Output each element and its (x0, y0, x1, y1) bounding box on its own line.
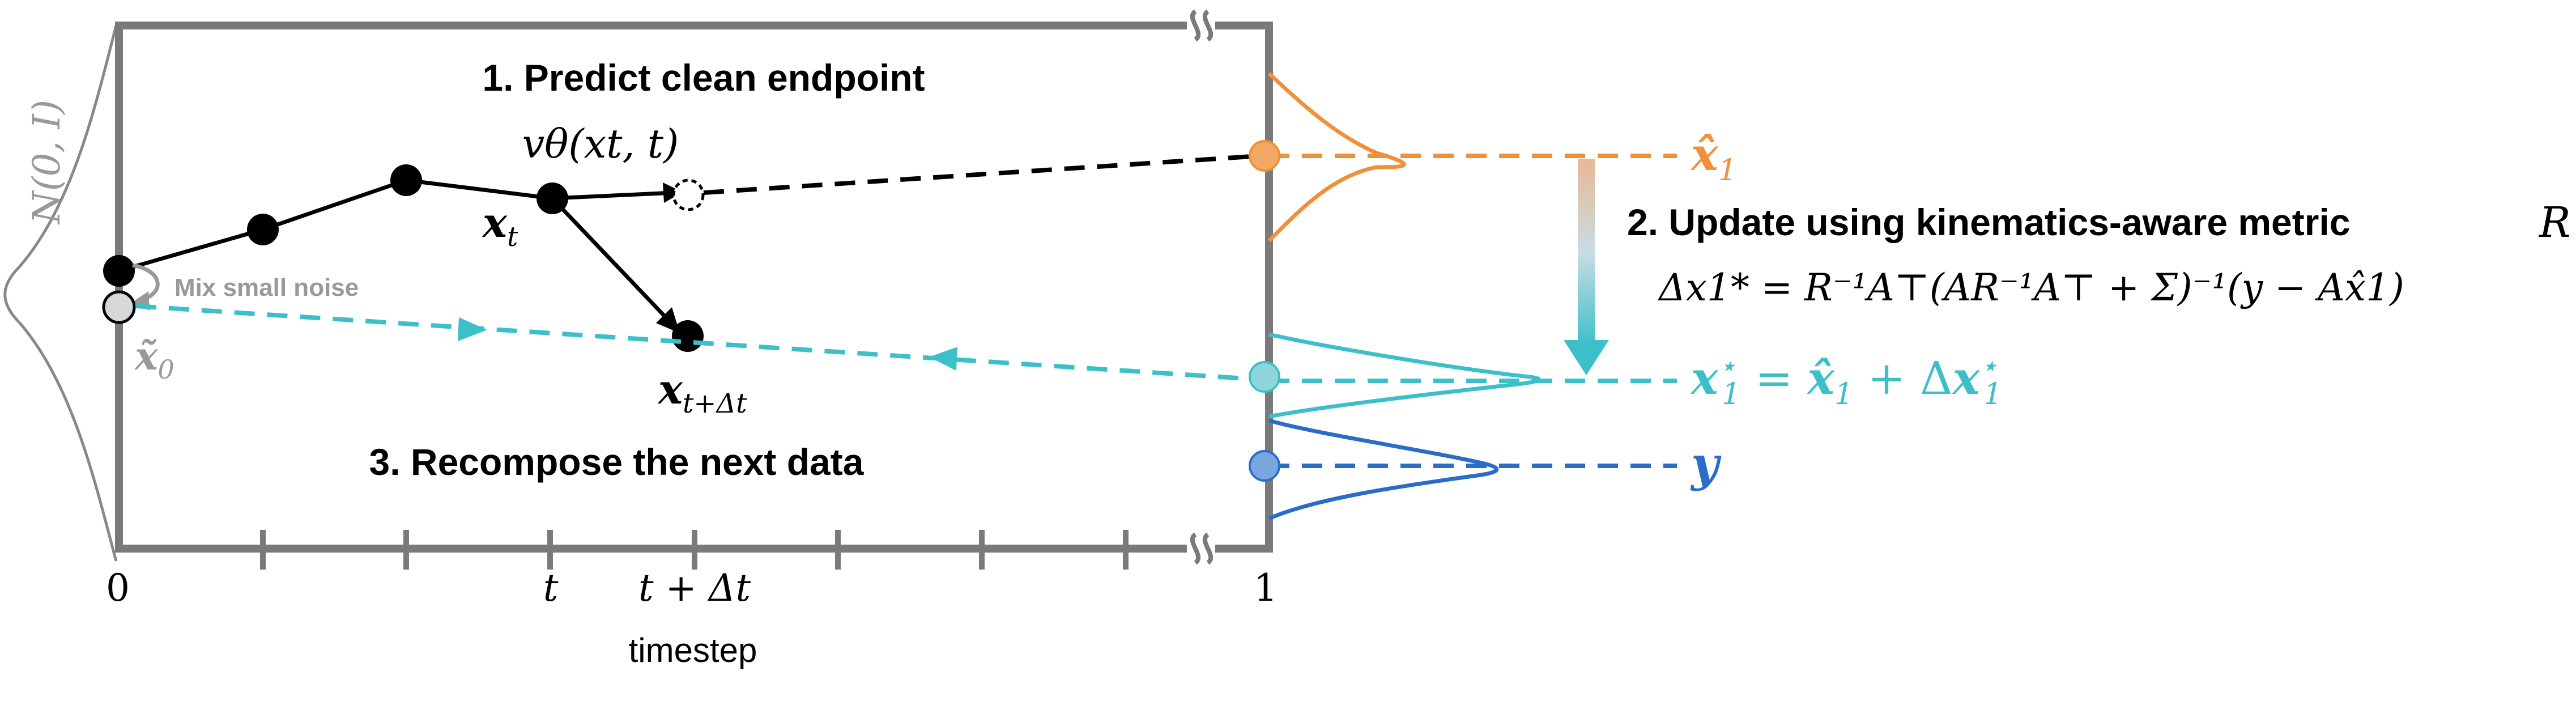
x-t-plus-dt-label: xt+Δt (657, 365, 747, 419)
noisy-sample-point (102, 290, 136, 324)
tick-label-t: t (543, 566, 559, 610)
next-state-point (672, 320, 704, 352)
prior-label: N(0, I) (25, 100, 69, 225)
current-state-point (537, 182, 568, 214)
y-point (1249, 450, 1280, 482)
x-star-1-point (1249, 361, 1280, 393)
axis-label: timestep (629, 631, 757, 669)
velocity-label: vθ(xt, t) (522, 121, 679, 167)
x-star-1-label: x⋆1 = x̂1 + Δx⋆1 (1690, 349, 2002, 411)
tick-label-t-plus-dt: t + Δt (638, 566, 751, 610)
x-hat-1-point (1249, 140, 1280, 172)
trajectory-point (103, 255, 135, 287)
trajectory (103, 164, 705, 352)
trajectory-point (247, 214, 279, 245)
xt-label: xt (482, 198, 518, 253)
prediction-dashed-line (703, 154, 1261, 195)
blue-gaussian-curve (1268, 418, 1499, 521)
update-arrow (1564, 159, 1609, 375)
step-1-title: 1. Predict clean endpoint (482, 57, 925, 99)
noise-label: Mix small noise (174, 274, 359, 301)
step-3-title: 3. Recompose the next data (369, 441, 865, 483)
step-2-title: 2. Update using kinematics-aware metric (1627, 201, 2350, 243)
frame (115, 9, 1273, 565)
update-formula: Δx1* = R⁻¹A⊤(AR⁻¹A⊤ + Σ)⁻¹(y − Ax̂1) (1657, 266, 2404, 309)
step-2-symbol: R (2538, 198, 2571, 247)
x-hat-1-label: x̂1 (1690, 128, 1737, 188)
prior-gaussian-curve (3, 25, 118, 562)
x-tilde-0-label: x̃0 (134, 334, 174, 385)
trajectory-point (390, 164, 422, 196)
predicted-endpoint-dashed (672, 179, 705, 211)
y-label: y (1690, 436, 1722, 492)
cyan-gaussian-curve (1268, 332, 1541, 419)
tick-label-1: 1 (1254, 566, 1278, 610)
tick-label-0: 0 (106, 566, 130, 610)
orange-gaussian-curve (1267, 72, 1406, 243)
noise-loop (102, 263, 160, 324)
axis-ticks (260, 530, 1129, 570)
recompose-dashed-line (135, 304, 1264, 382)
